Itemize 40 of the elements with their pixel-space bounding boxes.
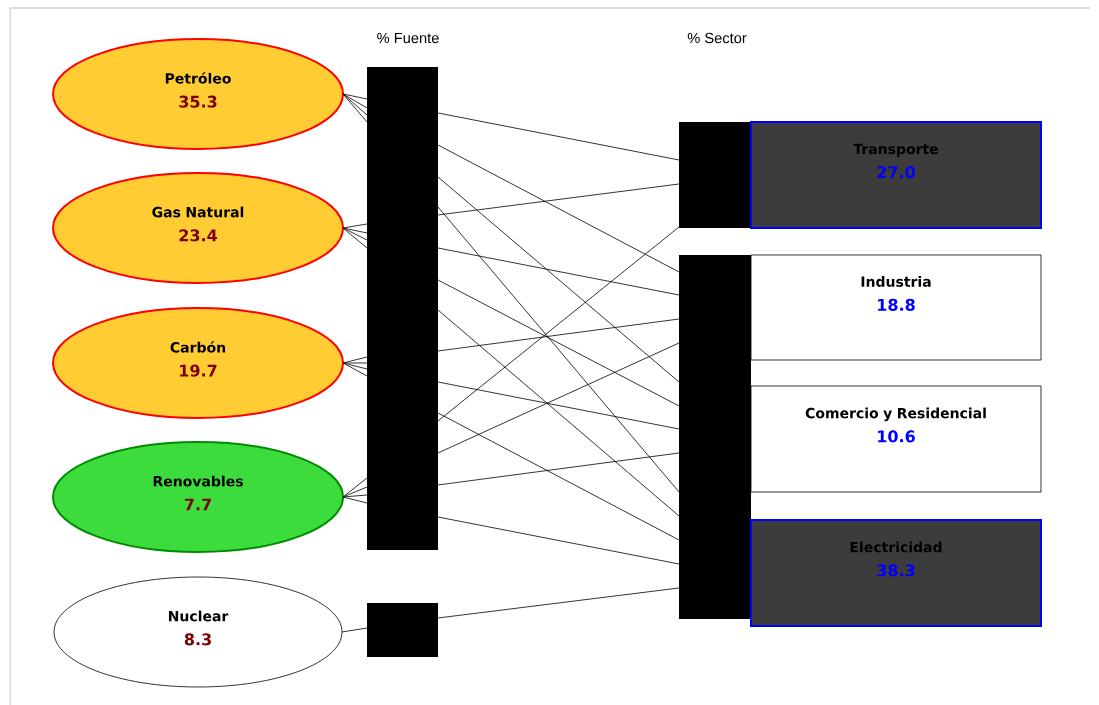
connector-line <box>437 247 680 296</box>
connector-line <box>437 206 680 493</box>
column-heading: % Fuente <box>377 32 439 44</box>
bar <box>367 603 438 657</box>
connector-line <box>437 516 680 565</box>
connector-line <box>437 226 680 422</box>
connector-line <box>342 93 368 116</box>
connector-line <box>437 176 680 383</box>
column-heading: % Sector <box>687 32 747 44</box>
connector-line <box>342 223 368 229</box>
connector-line <box>437 183 680 216</box>
bar <box>367 67 438 550</box>
connector-line <box>342 227 368 249</box>
connector-line <box>437 381 680 430</box>
bar <box>679 122 751 228</box>
connector-line <box>437 144 680 273</box>
connector-line <box>437 112 680 161</box>
connector-line <box>341 627 368 633</box>
connector-line <box>342 496 368 504</box>
connector-line <box>437 318 680 352</box>
connector-line <box>437 412 680 541</box>
connector-line <box>437 279 680 407</box>
connector-line <box>437 587 680 619</box>
connector-line <box>342 494 368 498</box>
connector-line <box>342 362 368 364</box>
connector-line <box>437 309 680 517</box>
connector-line <box>342 477 368 498</box>
sector-box: Comercio y Residencial 10.6 <box>750 385 1042 493</box>
sector-box: Industria 18.8 <box>750 254 1042 361</box>
sector-box: Transporte 27.0 <box>750 121 1042 229</box>
connector-line <box>342 93 368 100</box>
connector-line <box>437 342 680 454</box>
connector-line <box>342 93 368 123</box>
connector-line <box>342 362 368 370</box>
connector-line <box>342 362 368 377</box>
connector-line <box>437 452 680 486</box>
sector-box: Electricidad 38.3 <box>750 519 1042 627</box>
connector-line <box>342 227 368 234</box>
bar <box>679 255 751 619</box>
connector-line <box>342 486 368 498</box>
